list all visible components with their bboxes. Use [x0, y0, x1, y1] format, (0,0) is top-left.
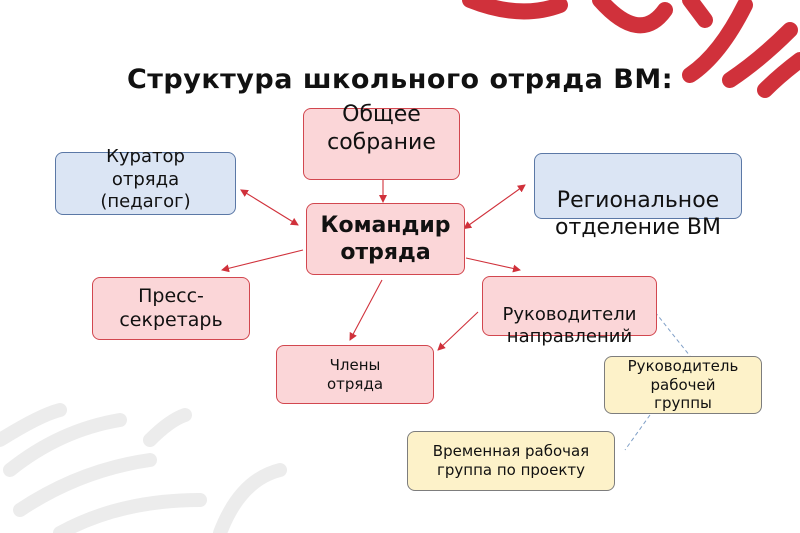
curator-node: Куратор отряда (педагог) — [55, 152, 236, 215]
arrow-directions-members — [438, 312, 478, 350]
dashed-directions-workgroup — [655, 312, 690, 356]
arrow-curator-commander — [246, 193, 298, 225]
workgroup-leader-node: Руководитель рабочей группы — [604, 356, 762, 414]
temp-workgroup-node: Временная рабочая группа по проекту — [407, 431, 615, 491]
general-meeting-node: Общее собрание — [303, 108, 460, 180]
arrow-commander-directions — [466, 258, 520, 270]
dashed-workgroup-tempgroup — [625, 415, 650, 450]
direction-leaders-node: Руководители направлений — [482, 276, 657, 336]
arrow-commander-regional — [469, 185, 525, 225]
arrow-commander-members — [350, 280, 382, 340]
arrow-commander-press — [222, 250, 303, 270]
press-secretary-node: Пресс-секретарь — [92, 277, 250, 340]
commander-node: Командир отряда — [306, 203, 465, 275]
members-node: Члены отряда — [276, 345, 434, 404]
regional-office-node: Региональное отделение ВМ — [534, 153, 742, 219]
